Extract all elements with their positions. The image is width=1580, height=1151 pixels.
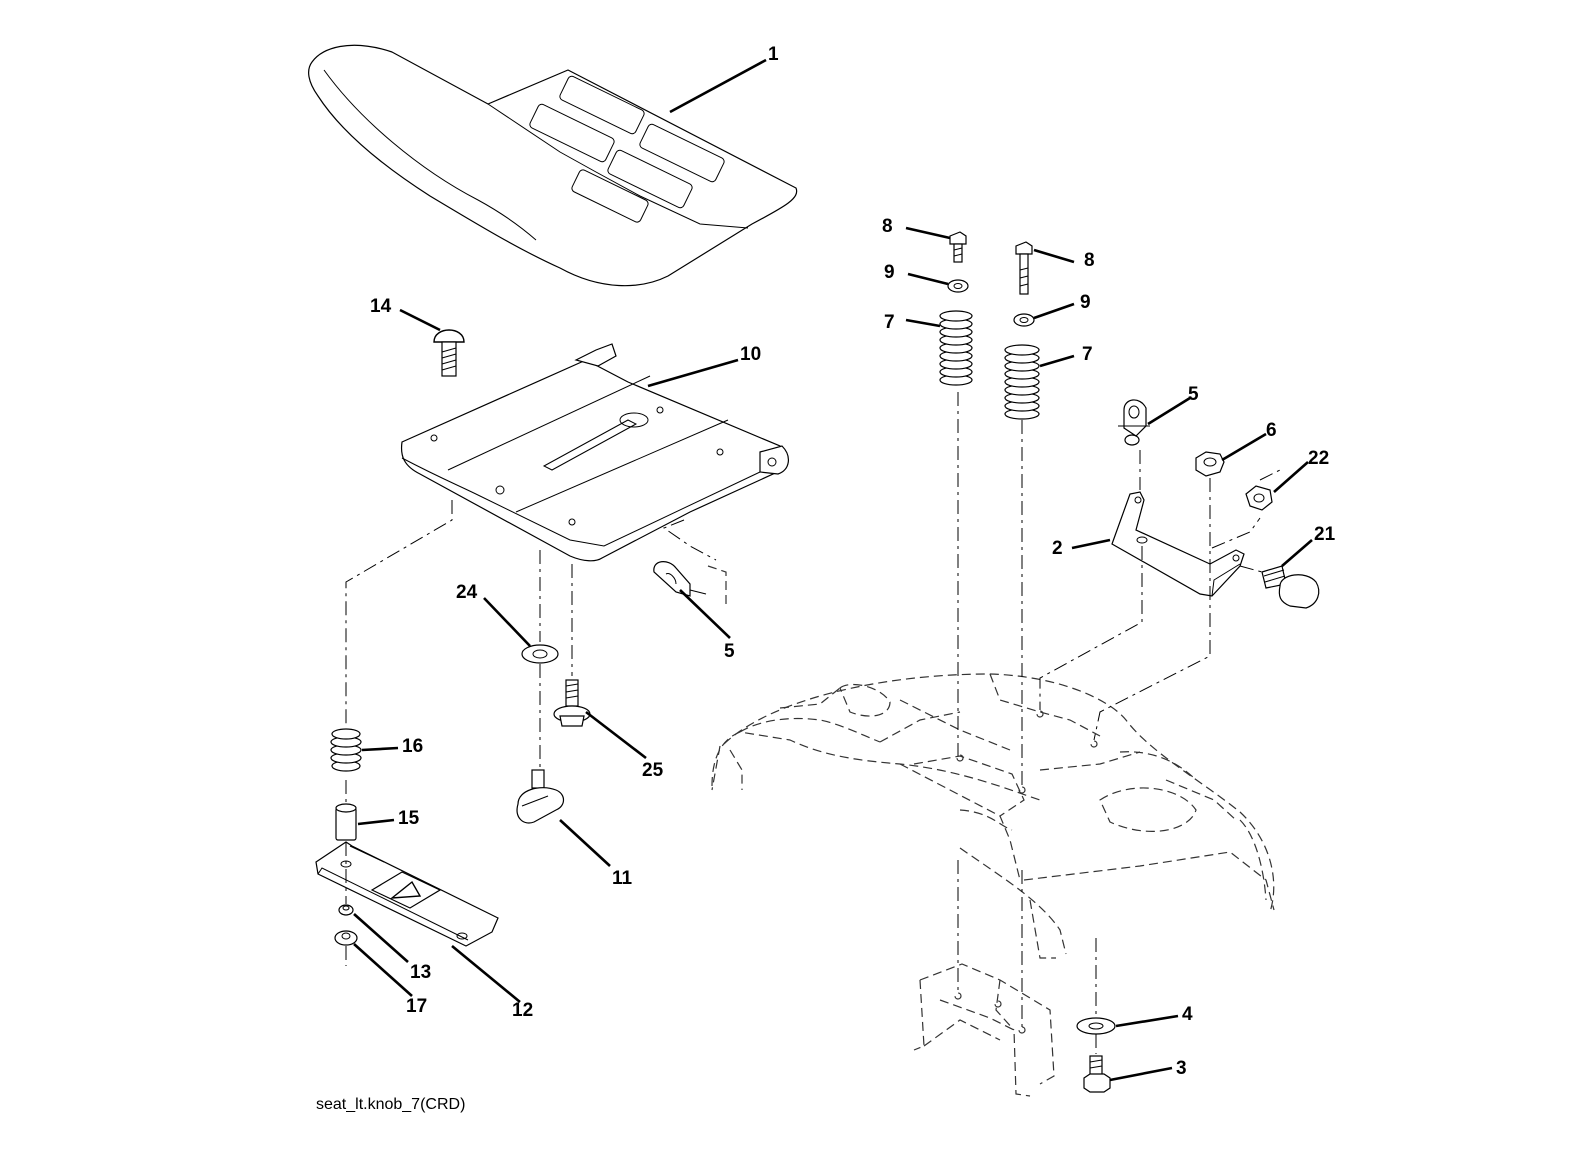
part-nut-13: [338, 904, 354, 916]
part-washer-4: [1076, 1017, 1116, 1035]
part-carriage-bolt: [433, 329, 465, 377]
part-clip-right: [1118, 399, 1150, 446]
callout-15: 15: [398, 808, 420, 829]
part-nut-22: [1245, 485, 1273, 511]
callout-5-left: 5: [724, 641, 735, 662]
part-bolt-8-right: [1015, 241, 1033, 295]
callout-3: 3: [1176, 1058, 1187, 1079]
part-clip-left: [653, 561, 727, 604]
callout-4: 4: [1182, 1004, 1193, 1025]
part-washer-9-left: [947, 279, 969, 293]
part-spring-small: [330, 728, 362, 772]
callout-5-right: 5: [1188, 384, 1199, 405]
part-spacer: [335, 803, 357, 841]
callout-12: 12: [512, 1000, 533, 1021]
callout-1: 1: [768, 44, 779, 65]
part-bolt-21: [1261, 565, 1320, 609]
part-spring-7-left: [939, 310, 973, 386]
callout-8-right: 8: [1084, 250, 1095, 271]
part-nut-6: [1195, 451, 1225, 477]
part-knob: [516, 769, 565, 824]
callout-22: 22: [1308, 448, 1329, 469]
callout-13: 13: [410, 962, 431, 983]
callout-7-right: 7: [1082, 344, 1093, 365]
tractor-frame-outline: [711, 673, 1275, 1097]
part-bolt-3: [1083, 1055, 1111, 1093]
callout-21: 21: [1314, 524, 1336, 545]
part-washer-24: [521, 644, 559, 664]
callout-24: 24: [456, 582, 478, 603]
callout-labels: 1 14 10 24 5 25 16 15 11 13 17 12 8 9 7 …: [370, 44, 1336, 1079]
part-washer-17: [334, 930, 358, 946]
part-seat: [308, 44, 798, 287]
part-spring-7-right: [1004, 344, 1040, 420]
callout-14: 14: [370, 296, 392, 317]
part-bolt-8-left: [949, 231, 967, 263]
callout-8-left: 8: [882, 216, 893, 237]
part-bracket-plate: [315, 841, 499, 947]
callout-25: 25: [642, 760, 664, 781]
diagram-caption: seat_lt.knob_7(CRD): [316, 1096, 466, 1113]
callout-9-right: 9: [1080, 292, 1091, 313]
part-washer-9-right: [1013, 313, 1035, 327]
callout-16: 16: [402, 736, 423, 757]
callout-17: 17: [406, 996, 427, 1017]
part-bracket: [1111, 491, 1245, 597]
assembly-lines: [345, 392, 1281, 1054]
part-seat-pan: [400, 343, 789, 562]
callout-9-left: 9: [884, 262, 895, 283]
callout-10: 10: [740, 344, 761, 365]
callout-7-left: 7: [884, 312, 895, 333]
leader-lines: [353, 58, 1313, 1082]
callout-6: 6: [1266, 420, 1277, 441]
part-shoulder-bolt: [553, 679, 591, 727]
callout-11: 11: [612, 868, 633, 889]
callout-2: 2: [1052, 538, 1063, 559]
